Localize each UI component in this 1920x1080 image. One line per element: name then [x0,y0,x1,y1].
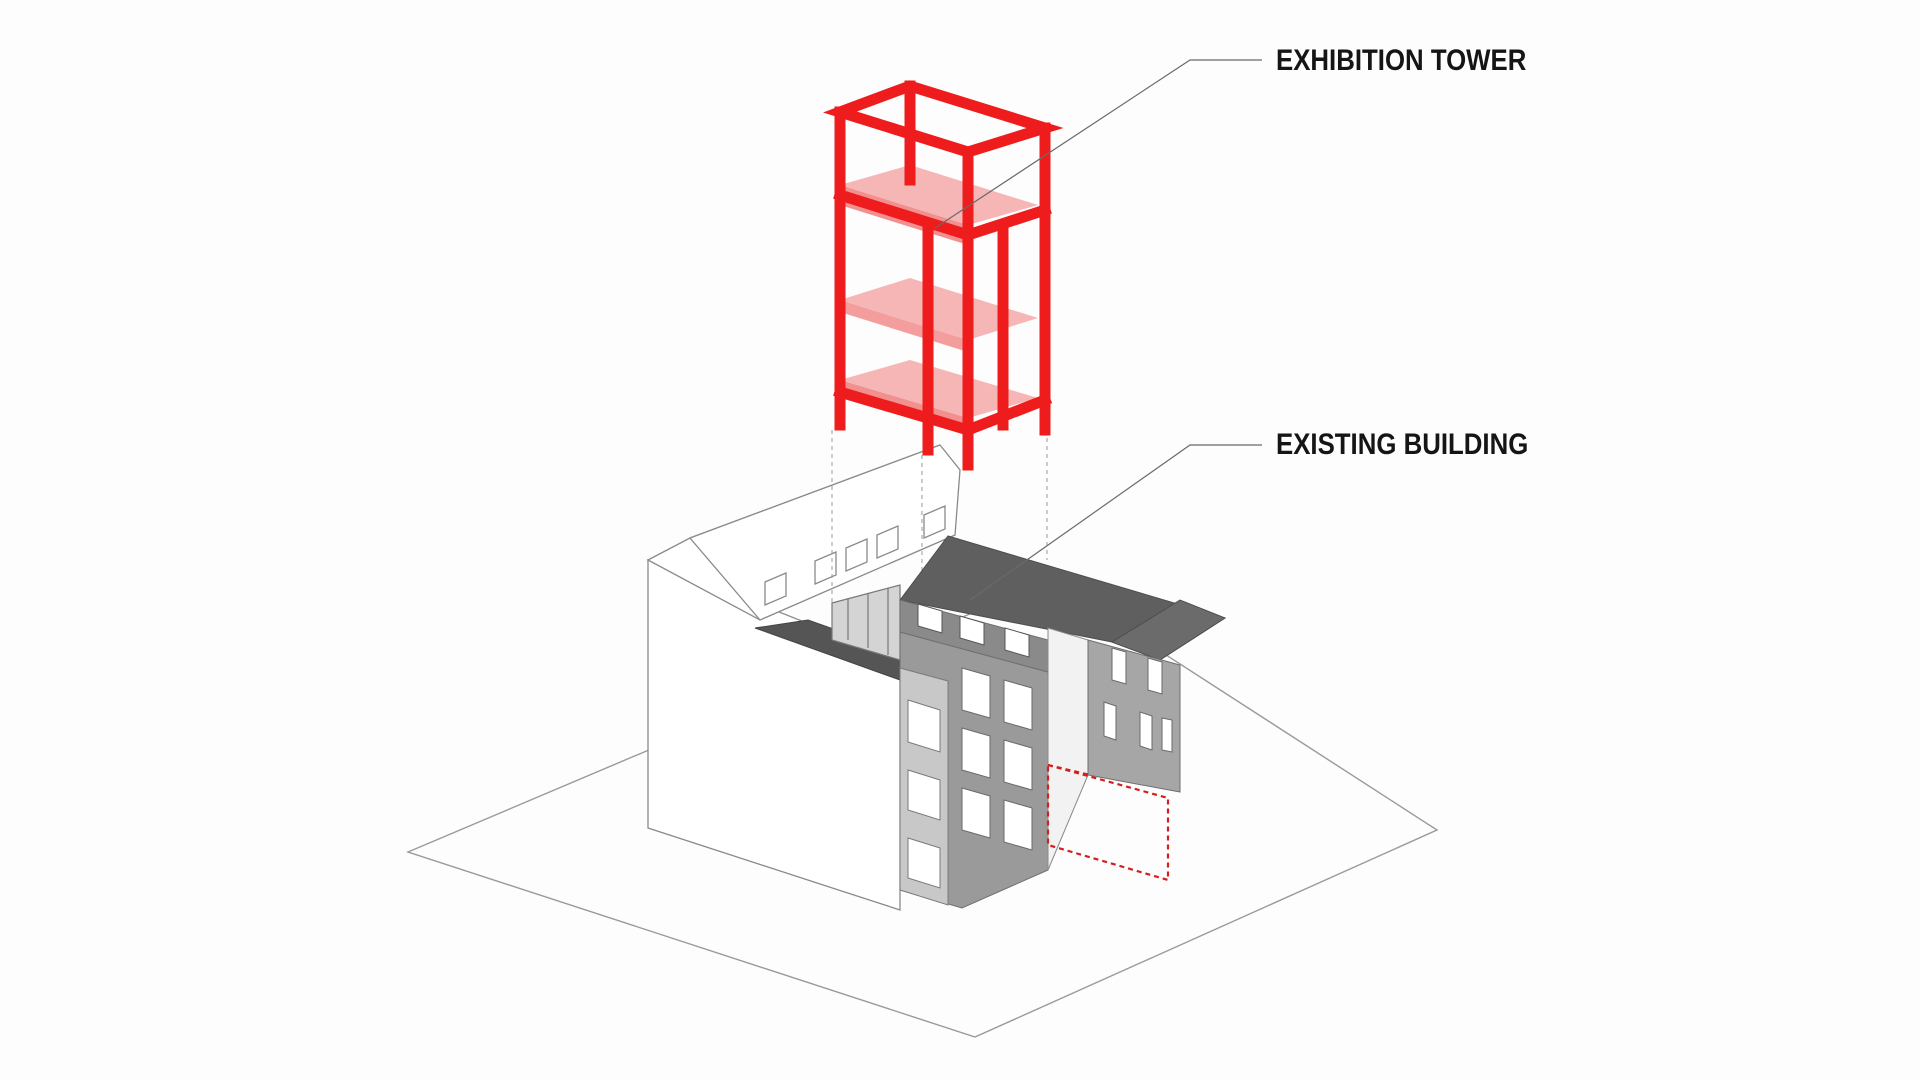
leader-existing-building [969,444,1262,601]
tower-slab-bottom [840,360,1038,418]
courtyard-interior [831,584,901,661]
demolition-outline-edge [1047,763,1091,777]
existing-building-roof-right [1110,599,1227,661]
facade-white-segment [1047,627,1089,871]
leader-exhibition-tower [934,59,1262,229]
label-exhibition-tower: EXHIBITION TOWER [1276,44,1527,77]
right-wing-windows [1103,647,1173,753]
callout-leaders [934,59,1262,601]
existing-building-right-wing [1087,639,1181,793]
demolition-outline [1046,763,1170,882]
tower-slab-top [840,165,1038,225]
dormer-windows [917,603,1030,658]
tower-slab-middle [840,278,1038,340]
section-openings [907,699,941,889]
facade-windows [961,667,1033,851]
gable-roof-windows [764,505,946,606]
tower-frame-top-ring [822,80,1064,158]
tower-frame [822,80,1064,471]
label-existing-building: EXISTING BUILDING [1276,428,1529,461]
